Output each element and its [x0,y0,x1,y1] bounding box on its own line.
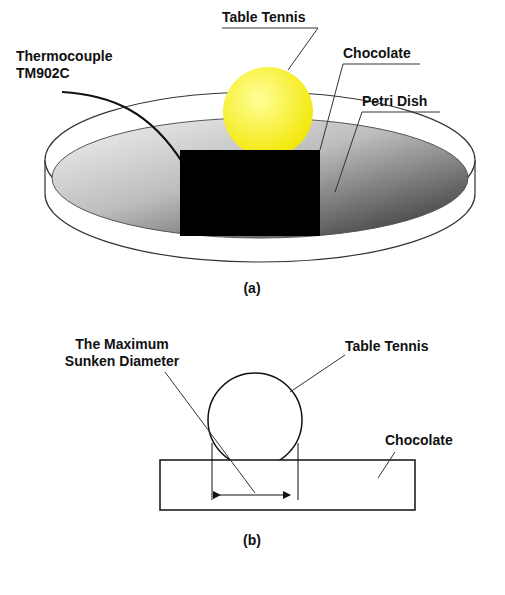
dimension-label: The Maximum Sunken Diameter [52,336,192,370]
part-label: Table Tennis [345,338,455,355]
sensor-label: Thermocouple TM902C [16,48,128,82]
part-label: Chocolate [343,45,443,62]
part-label: Petri Dish [362,93,462,110]
table-tennis-ball [223,67,313,157]
chocolate-outline [160,460,415,510]
ball-outline [208,373,302,467]
chocolate-block [180,150,320,236]
dimension-marks [212,443,298,500]
thermocouple-wire [62,92,184,165]
leader-lines-b [165,355,395,493]
panel-label: (a) [232,280,272,297]
panel-label: (b) [232,532,272,549]
part-label: Chocolate [385,432,485,449]
part-label: Table Tennis [222,9,332,26]
